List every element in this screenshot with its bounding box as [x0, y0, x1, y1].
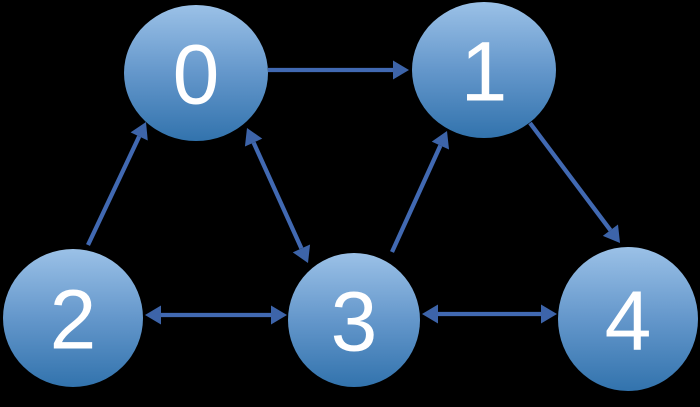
node-label-2: 2 — [50, 273, 97, 367]
node-label-3: 3 — [331, 275, 378, 369]
arrowhead-into-3 — [271, 305, 287, 325]
edge-line-3-1 — [390, 144, 443, 253]
edge-1-4 — [528, 121, 620, 243]
node-label-4: 4 — [605, 274, 652, 368]
node-3: 3 — [288, 253, 420, 387]
arrowhead-into-1 — [393, 60, 409, 80]
edge-0-1 — [268, 60, 409, 80]
edge-line-1-4 — [528, 121, 613, 232]
node-circle-2 — [3, 249, 143, 387]
node-4: 4 — [558, 247, 698, 391]
node-circle-1 — [412, 2, 556, 138]
node-1: 1 — [412, 2, 556, 138]
node-circle-3 — [288, 253, 420, 387]
arrowhead-into-0 — [244, 128, 263, 147]
arrowhead-into-4 — [541, 304, 557, 324]
edge-2-3 — [145, 305, 287, 325]
arrowhead-into-4 — [602, 224, 620, 243]
node-label-0: 0 — [173, 28, 220, 122]
node-circle-4 — [558, 247, 698, 391]
edge-line-0-3 — [251, 141, 304, 250]
arrowhead-into-3 — [422, 304, 438, 324]
arrowhead-into-1 — [431, 131, 450, 150]
edge-3-1 — [390, 131, 450, 253]
edge-line-2-0 — [86, 135, 142, 246]
edge-3-4 — [422, 304, 557, 324]
arrowhead-into-2 — [145, 305, 161, 325]
edge-0-3 — [244, 128, 311, 263]
arrowhead-into-0 — [130, 122, 148, 141]
node-circle-0 — [124, 5, 268, 141]
node-0: 0 — [124, 5, 268, 141]
node-2: 2 — [3, 249, 143, 387]
node-label-1: 1 — [461, 25, 508, 119]
arrowhead-into-3 — [292, 244, 311, 263]
edge-2-0 — [86, 122, 148, 246]
